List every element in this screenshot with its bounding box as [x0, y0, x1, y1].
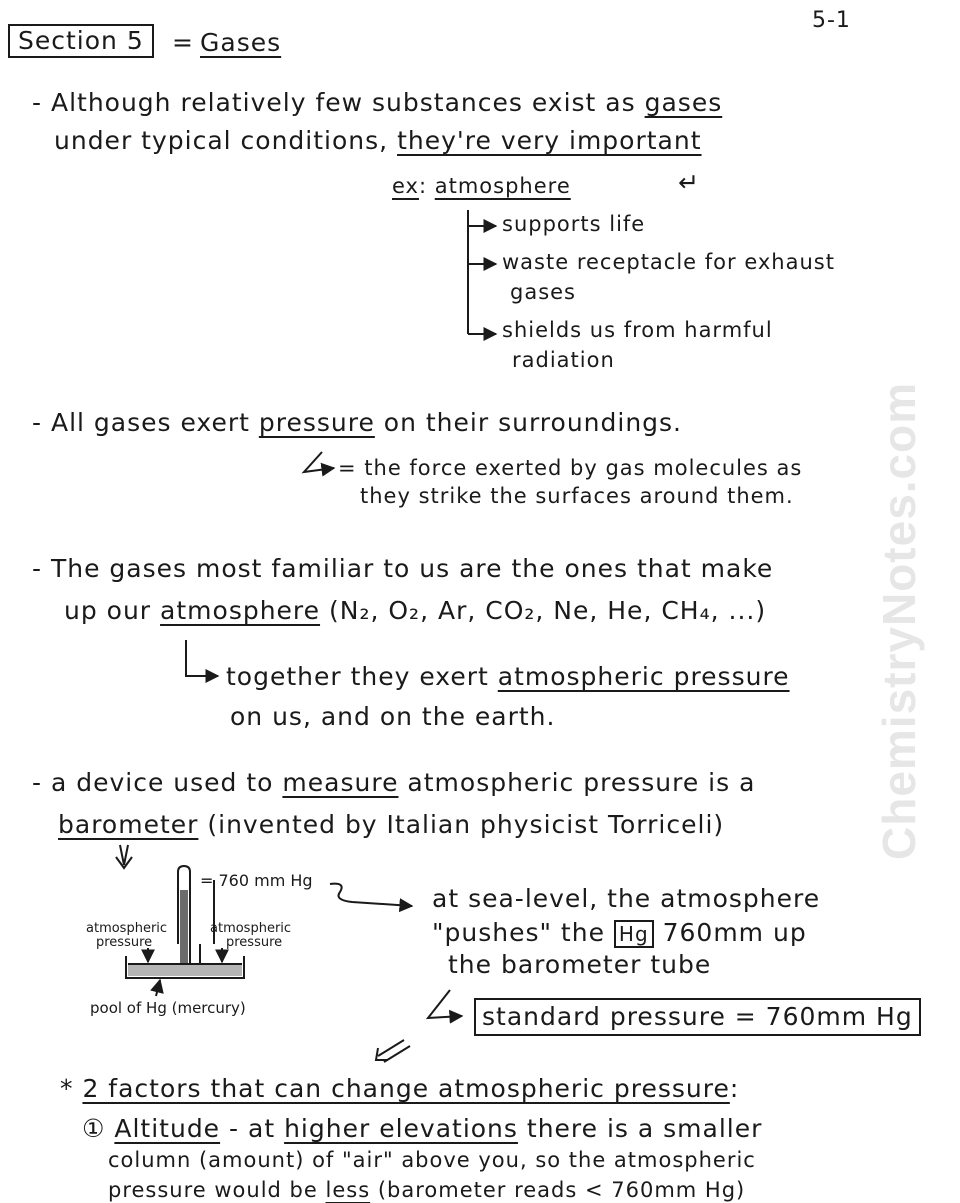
barometer-tube	[177, 864, 191, 970]
mercury-column	[180, 890, 188, 968]
atm-pressure-left-2: pressure	[96, 935, 153, 950]
altitude-line-3-post: (barometer reads < 760mm Hg)	[377, 1178, 746, 1202]
bullet-supports-life: supports life	[502, 212, 646, 236]
page-number: 5-1	[812, 8, 851, 33]
pressure-underlined: pressure	[258, 408, 375, 437]
pressure-definition-2: they strike the surfaces around them.	[360, 484, 794, 508]
higher-elevations-underlined: higher elevations	[284, 1114, 518, 1143]
familiar-line-2: up our atmosphere (N₂, O₂, Ar, CO₂, Ne, …	[64, 596, 766, 626]
intro-line-2-text: under typical conditions,	[54, 126, 389, 155]
bullet-shields-cont: radiation	[512, 348, 615, 372]
example-atmosphere: atmosphere	[434, 174, 571, 198]
star-icon: *	[60, 1074, 74, 1103]
sea-level-line-1: at sea-level, the atmosphere	[432, 884, 821, 913]
intro-line-1-text: - Although relatively few substances exi…	[32, 88, 636, 117]
atm-pressure-right-1: atmospheric	[210, 921, 292, 936]
gas-list: (N₂, O₂, Ar, CO₂, Ne, He, CH₄, ...)	[329, 596, 767, 625]
pressure-line-pre: - All gases exert	[32, 408, 250, 437]
page-title: Gases	[200, 28, 282, 57]
squiggle-arrow-icon	[329, 882, 414, 913]
circled-one-icon: ①	[82, 1114, 106, 1143]
atmospheric-pressure-underlined: atmospheric pressure	[497, 662, 790, 691]
factor-altitude-line-1: ① Altitude - at higher elevations there …	[82, 1114, 762, 1144]
device-line-1: - a device used to measure atmospheric p…	[32, 768, 755, 798]
factors-heading: * 2 factors that can change atmospheric …	[60, 1074, 739, 1104]
barometer-underlined: barometer	[58, 810, 199, 839]
familiar-line-2-pre: up our	[64, 596, 152, 625]
example-colon: :	[418, 174, 428, 198]
altitude-line-3-pre: pressure would be	[108, 1178, 318, 1202]
standard-arrow-icon	[425, 989, 464, 1024]
less-underlined: less	[325, 1178, 371, 1202]
factor-altitude-line-3: pressure would be less (barometer reads …	[108, 1178, 745, 1203]
standard-pressure-box: standard pressure = 760mm Hg	[474, 998, 921, 1036]
bullet-waste-receptacle: waste receptacle for exhaust	[502, 250, 835, 274]
intro-line-1: - Although relatively few substances exi…	[32, 88, 722, 118]
hg-boxed: Hg	[613, 920, 654, 948]
sea-level-line-2-post: 760mm up	[662, 918, 807, 947]
device-line-2-post: (invented by Italian physicist Torriceli…	[207, 810, 725, 839]
device-line-2: barometer (invented by Italian physicist…	[58, 810, 724, 840]
atm-pressure-right-2: pressure	[226, 935, 283, 950]
pressure-line: - All gases exert pressure on their surr…	[32, 408, 682, 438]
atm-pressure-left-1: atmospheric	[86, 921, 168, 936]
section-label: Section 5	[8, 24, 154, 58]
double-arrow-icon	[374, 1039, 411, 1063]
familiar-atmosphere-underlined: atmosphere	[160, 596, 321, 625]
bullet-shields: shields us from harmful	[502, 318, 773, 342]
barometer-dish	[125, 956, 245, 979]
factor-altitude-line-2: column (amount) of "air" above you, so t…	[108, 1148, 756, 1172]
curved-arrow-icon	[301, 451, 336, 477]
section-equals: =	[172, 28, 194, 57]
intro-important-underlined: they're very important	[397, 126, 702, 155]
return-arrow-icon: ↵	[678, 168, 700, 197]
height-label: = 760 mm Hg	[200, 871, 313, 890]
pressure-line-post: on their surroundings.	[383, 408, 683, 437]
elbow-arrow-icon	[185, 640, 220, 683]
familiar-line-1: - The gases most familiar to us are the …	[32, 554, 774, 583]
sea-level-line-2: "pushes" the Hg 760mm up	[432, 918, 807, 948]
pressure-definition-1: = the force exerted by gas molecules as	[338, 456, 803, 480]
sea-level-line-2-pre: "pushes" the	[432, 918, 605, 947]
example-label: ex	[392, 174, 419, 198]
together-pre: together they exert	[226, 662, 489, 691]
altitude-mid: - at	[229, 1114, 276, 1143]
intro-line-2: under typical conditions, they're very i…	[54, 126, 702, 156]
pool-label: pool of Hg (mercury)	[90, 999, 246, 1017]
example-line: ex: atmosphere	[392, 174, 571, 199]
sea-level-line-3: the barometer tube	[448, 950, 712, 979]
factors-heading-underlined: 2 factors that can change atmospheric pr…	[82, 1074, 730, 1103]
factors-heading-colon: :	[729, 1074, 740, 1103]
altitude-line-1-post: there is a smaller	[526, 1114, 763, 1143]
device-line-1-pre: - a device used to	[32, 768, 274, 797]
intro-gases-underlined: gases	[644, 88, 723, 117]
altitude-underlined: Altitude	[114, 1114, 221, 1143]
together-line-2: on us, and on the earth.	[230, 702, 556, 731]
measure-underlined: measure	[282, 768, 399, 797]
mercury-pool	[128, 964, 242, 976]
double-down-arrow-icon	[115, 844, 133, 870]
device-line-1-post: atmospheric pressure is a	[407, 768, 756, 797]
bullet-waste-receptacle-cont: gases	[510, 280, 577, 304]
together-line-1: together they exert atmospheric pressure	[226, 662, 790, 692]
